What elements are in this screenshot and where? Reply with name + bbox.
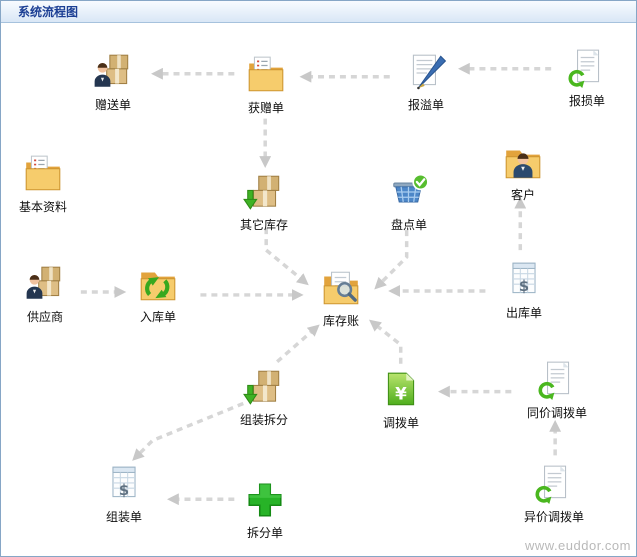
node-gift-order[interactable]: 赠送单 bbox=[65, 51, 161, 112]
node-label: 组装单 bbox=[105, 510, 142, 524]
document-dollar-icon bbox=[503, 259, 545, 301]
node-label: 其它库存 bbox=[239, 218, 288, 232]
flow-arrow bbox=[132, 401, 244, 461]
node-label: 客户 bbox=[510, 188, 535, 202]
title-bar: 系统流程图 bbox=[1, 1, 636, 23]
node-assembly-order[interactable]: 组装单 bbox=[76, 463, 172, 524]
person-with-boxes-icon bbox=[92, 51, 134, 93]
node-label: 入库单 bbox=[139, 310, 176, 324]
node-other-inventory[interactable]: 其它库存 bbox=[216, 171, 312, 232]
boxes-green-arrow-icon bbox=[243, 366, 285, 408]
node-label: 出库单 bbox=[505, 306, 542, 320]
node-loss-report[interactable]: 报损单 bbox=[539, 47, 635, 108]
node-assembly-split[interactable]: 组装拆分 bbox=[216, 366, 312, 427]
node-label: 报损单 bbox=[568, 94, 605, 108]
folder-recycle-icon bbox=[137, 263, 179, 305]
node-transfer-order[interactable]: 调拨单 bbox=[353, 369, 449, 430]
node-label: 供应商 bbox=[26, 310, 63, 324]
node-supplier[interactable]: 供应商 bbox=[0, 263, 93, 324]
node-same-price-transfer-order[interactable]: 同价调拨单 bbox=[509, 359, 605, 420]
document-green-arrow-icon bbox=[566, 47, 608, 89]
green-plus-icon bbox=[244, 479, 286, 521]
node-label: 获赠单 bbox=[247, 101, 284, 115]
node-outbound-order[interactable]: 出库单 bbox=[476, 259, 572, 320]
node-label: 盘点单 bbox=[390, 218, 427, 232]
person-with-boxes-icon bbox=[24, 263, 66, 305]
folder-checklist-icon bbox=[22, 153, 64, 195]
node-split-order[interactable]: 拆分单 bbox=[217, 479, 313, 540]
flow-arrow bbox=[276, 324, 320, 364]
node-label: 同价调拨单 bbox=[526, 406, 587, 420]
node-label: 调拨单 bbox=[382, 416, 419, 430]
node-diff-price-transfer-order[interactable]: 异价调拨单 bbox=[506, 463, 602, 524]
folder-document-magnifier-icon bbox=[320, 267, 362, 309]
node-label: 基本资料 bbox=[18, 200, 67, 214]
node-inbound-order[interactable]: 入库单 bbox=[110, 263, 206, 324]
node-basic-data[interactable]: 基本资料 bbox=[1, 153, 91, 214]
node-overflow-report[interactable]: 报溢单 bbox=[378, 51, 474, 112]
node-label: 报溢单 bbox=[407, 98, 444, 112]
folder-checklist-icon bbox=[245, 54, 287, 96]
flow-arrow bbox=[369, 319, 403, 364]
folder-person-icon bbox=[502, 141, 544, 183]
document-dollar-icon bbox=[103, 463, 145, 505]
green-document-yen-icon bbox=[380, 369, 422, 411]
boxes-green-arrow-icon bbox=[243, 171, 285, 213]
flow-arrow bbox=[374, 230, 409, 290]
node-label: 组装拆分 bbox=[239, 413, 288, 427]
node-stocktake-order[interactable]: 盘点单 bbox=[361, 171, 457, 232]
node-label: 库存账 bbox=[322, 314, 359, 328]
node-label: 赠送单 bbox=[94, 98, 131, 112]
watermark: www.euddor.com bbox=[525, 538, 631, 553]
page-title: 系统流程图 bbox=[18, 5, 79, 19]
node-inventory-ledger[interactable]: 库存账 bbox=[293, 267, 389, 328]
node-customer[interactable]: 客户 bbox=[475, 141, 571, 202]
node-label: 异价调拨单 bbox=[523, 510, 584, 524]
basket-check-icon bbox=[388, 171, 430, 213]
document-pen-icon bbox=[405, 51, 447, 93]
node-received-gift-order[interactable]: 获赠单 bbox=[218, 54, 314, 115]
document-green-arrow-icon bbox=[536, 359, 578, 401]
document-green-arrow-icon bbox=[533, 463, 575, 505]
node-label: 拆分单 bbox=[246, 526, 283, 540]
flow-arrow bbox=[264, 228, 309, 286]
